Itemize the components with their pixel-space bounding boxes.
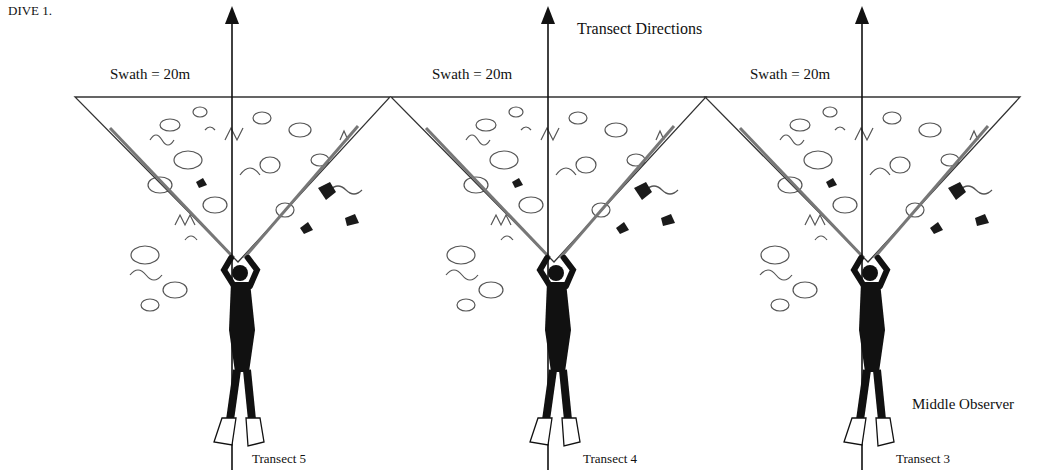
- direction-label: Transect Directions: [577, 20, 702, 38]
- figure-title: DIVE 1.: [8, 4, 52, 18]
- survey-panel: [391, 6, 706, 470]
- observer-label: Middle Observer: [912, 396, 1014, 413]
- transect-label: Transect 3: [896, 452, 950, 466]
- transect-label: Transect 4: [583, 452, 637, 466]
- swath-label: Swath = 20m: [432, 66, 512, 83]
- swath-label: Swath = 20m: [750, 66, 830, 83]
- swath-label: Swath = 20m: [110, 66, 190, 83]
- survey-panel: [75, 6, 390, 470]
- survey-panel: [705, 6, 1020, 470]
- transect-label: Transect 5: [252, 452, 306, 466]
